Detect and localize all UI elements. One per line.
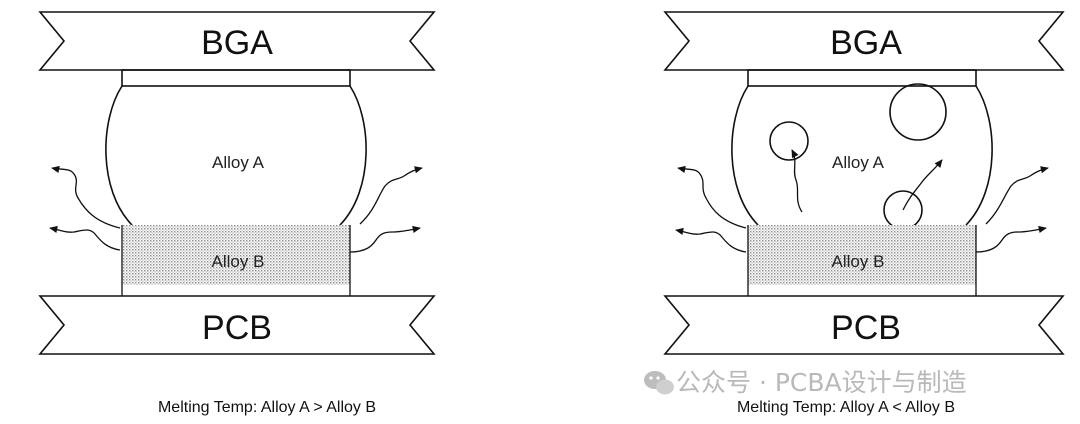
bga-band: BGA xyxy=(38,11,436,71)
alloy-b-label: Alloy B xyxy=(212,252,265,271)
bga-label: BGA xyxy=(201,24,273,62)
watermark: 公众号 · PCBA设计与制造 xyxy=(644,368,967,397)
gas-arrow-icon xyxy=(985,166,1049,225)
bga-pad xyxy=(747,69,977,87)
gas-arrow-icon xyxy=(677,165,747,229)
caption-left: Melting Temp: Alloy A > Alloy B xyxy=(158,399,376,416)
bga-label: BGA xyxy=(830,24,902,62)
wechat-icon xyxy=(644,371,674,395)
solder-ball-alloy-a xyxy=(731,85,993,226)
alloy-b-region xyxy=(748,225,976,285)
alloy-b-label: Alloy B xyxy=(832,252,885,271)
pcb-band: PCB xyxy=(38,295,436,355)
bga-band: BGA xyxy=(663,11,1065,71)
void-bubble xyxy=(769,121,809,161)
panel-left: BGA Alloy A Alloy B PCB Melting Temp: Al… xyxy=(38,11,436,416)
pcb-label: PCB xyxy=(831,309,901,347)
solder-ball-alloy-a xyxy=(105,85,367,226)
void-trail-icon xyxy=(902,159,943,211)
gas-arrow-icon xyxy=(359,166,423,225)
pcb-label: PCB xyxy=(202,309,272,347)
void-bubble xyxy=(889,83,947,141)
pcb-band: PCB xyxy=(663,295,1065,355)
bga-pad xyxy=(121,69,351,87)
void-trail-icon xyxy=(791,149,803,213)
caption-right: Melting Temp: Alloy A < Alloy B xyxy=(737,399,955,416)
alloy-a-label: Alloy A xyxy=(212,153,265,172)
gas-arrow-icon xyxy=(975,225,1047,253)
alloy-b-region xyxy=(122,225,350,285)
gas-arrow-icon xyxy=(49,225,121,251)
gas-arrow-icon xyxy=(51,165,121,229)
alloy-a-label: Alloy A xyxy=(832,153,885,172)
gas-arrow-icon xyxy=(349,225,421,253)
gas-arrow-icon xyxy=(675,227,747,253)
watermark-text: 公众号 · PCBA设计与制造 xyxy=(676,368,967,397)
panel-right: BGA Alloy A Alloy B PCB Melting Temp: Al… xyxy=(663,11,1065,416)
